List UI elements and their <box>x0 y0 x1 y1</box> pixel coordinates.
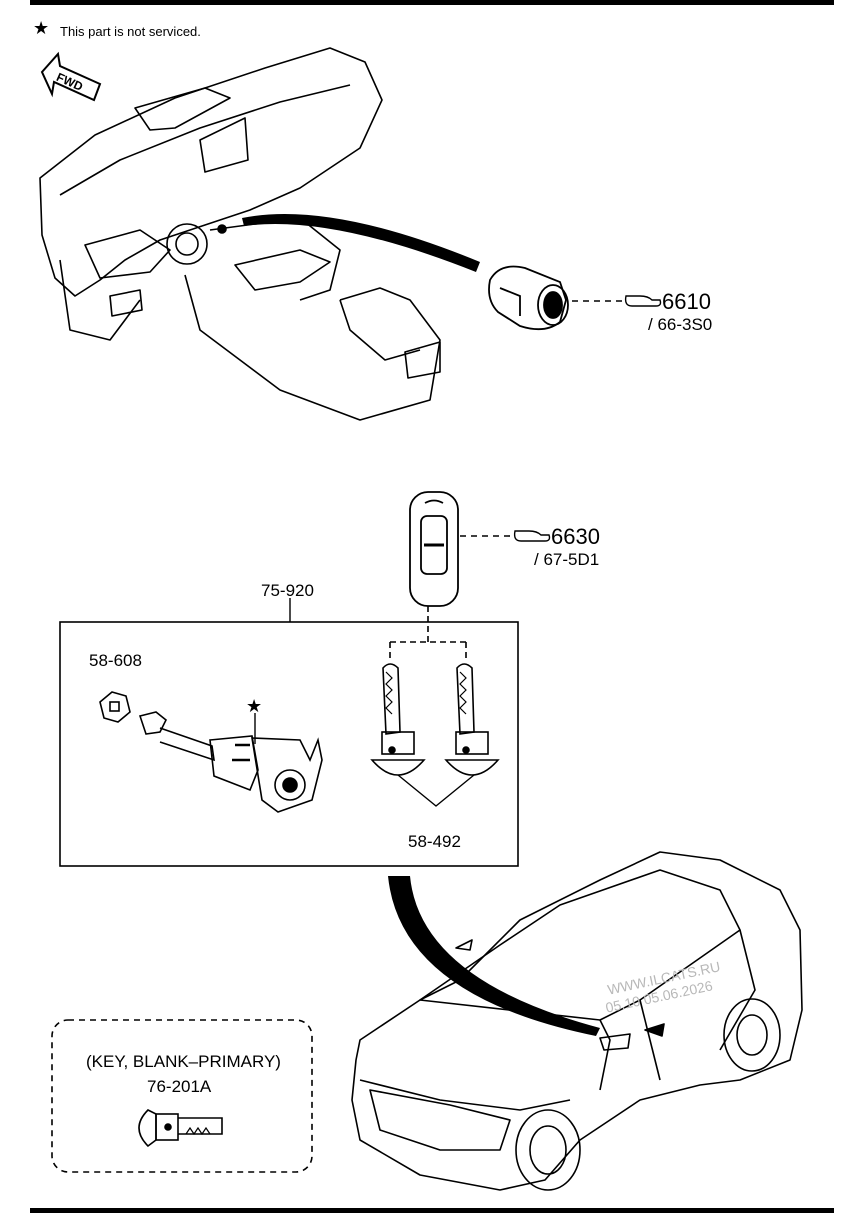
switch-callout-ref: 6610 <box>662 289 711 314</box>
pointing-hand-icon <box>624 295 662 307</box>
blank-key-description: (KEY, BLANK–PRIMARY) <box>86 1052 281 1071</box>
fob-callout-sub: / 67-5D1 <box>534 550 600 569</box>
top-border <box>30 0 834 5</box>
set-part-label: 75-920 <box>261 581 314 600</box>
fob-to-keys-dashed-connector <box>389 606 467 660</box>
star-icon: ★ <box>246 696 263 716</box>
blank-key-part-label: 76-201A <box>147 1077 212 1096</box>
legend-note: This part is not serviced. <box>60 24 201 39</box>
pointing-hand-icon <box>513 530 551 542</box>
keys-part-label: 58-492 <box>408 832 461 851</box>
switch-callout-sub: / 66-3S0 <box>648 315 713 334</box>
blank-key-part <box>138 1109 223 1148</box>
switch-leader-band <box>242 213 480 272</box>
bottom-border <box>30 1208 834 1213</box>
cap-part-label: 58-608 <box>89 651 142 670</box>
lock-set-box <box>59 621 519 867</box>
dashboard-illustration <box>39 47 441 421</box>
key-left-part <box>370 663 426 776</box>
keys-label-leader <box>397 774 475 807</box>
vehicle-illustration <box>351 851 803 1191</box>
start-switch-part <box>488 265 569 331</box>
cylinder-cap-part <box>99 691 131 723</box>
blank-key-box <box>51 1019 313 1173</box>
key-right-part <box>444 663 500 776</box>
key-fob-part <box>409 491 459 607</box>
lock-cylinder-part <box>138 711 323 813</box>
door-leader-band <box>388 876 600 1036</box>
fob-callout-ref: 6630 <box>551 524 600 549</box>
fwd-arrow <box>40 51 102 102</box>
star-icon: ★ <box>33 18 50 38</box>
